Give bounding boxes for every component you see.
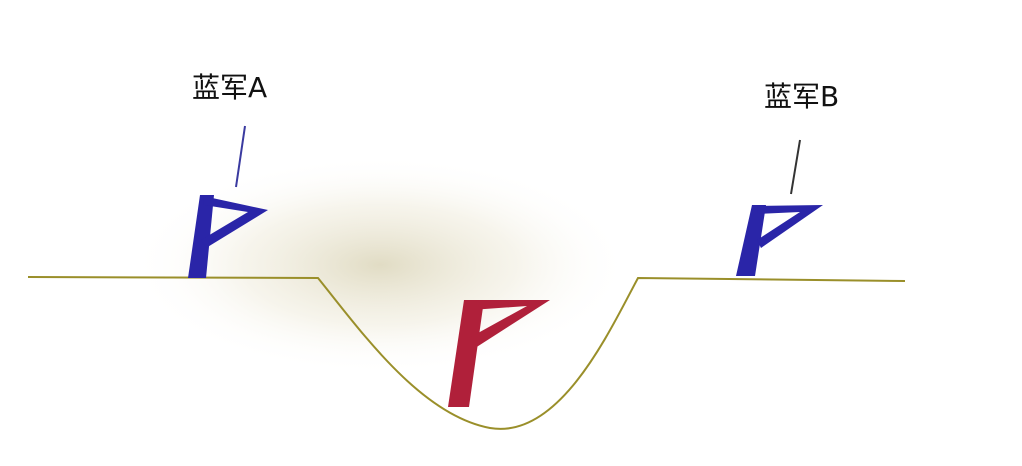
army-b-flag-banner xyxy=(757,205,823,248)
army-b-flag-icon xyxy=(736,205,823,276)
army-a-flag-pole xyxy=(188,195,214,278)
red-army-flag-pole xyxy=(448,300,484,407)
army-a-flag-icon xyxy=(188,195,268,278)
army-b-flag-pole xyxy=(736,205,766,276)
red-army-flag-icon xyxy=(448,300,550,407)
army-b-leader-line xyxy=(790,139,801,195)
army-a-leader-line xyxy=(235,125,246,188)
army-b-label: 蓝军B xyxy=(764,80,839,113)
army-a-label: 蓝军A xyxy=(192,71,267,104)
red-army-flag-banner xyxy=(469,300,550,350)
army-a-flag-banner xyxy=(201,196,268,248)
terrain-line xyxy=(27,276,906,430)
